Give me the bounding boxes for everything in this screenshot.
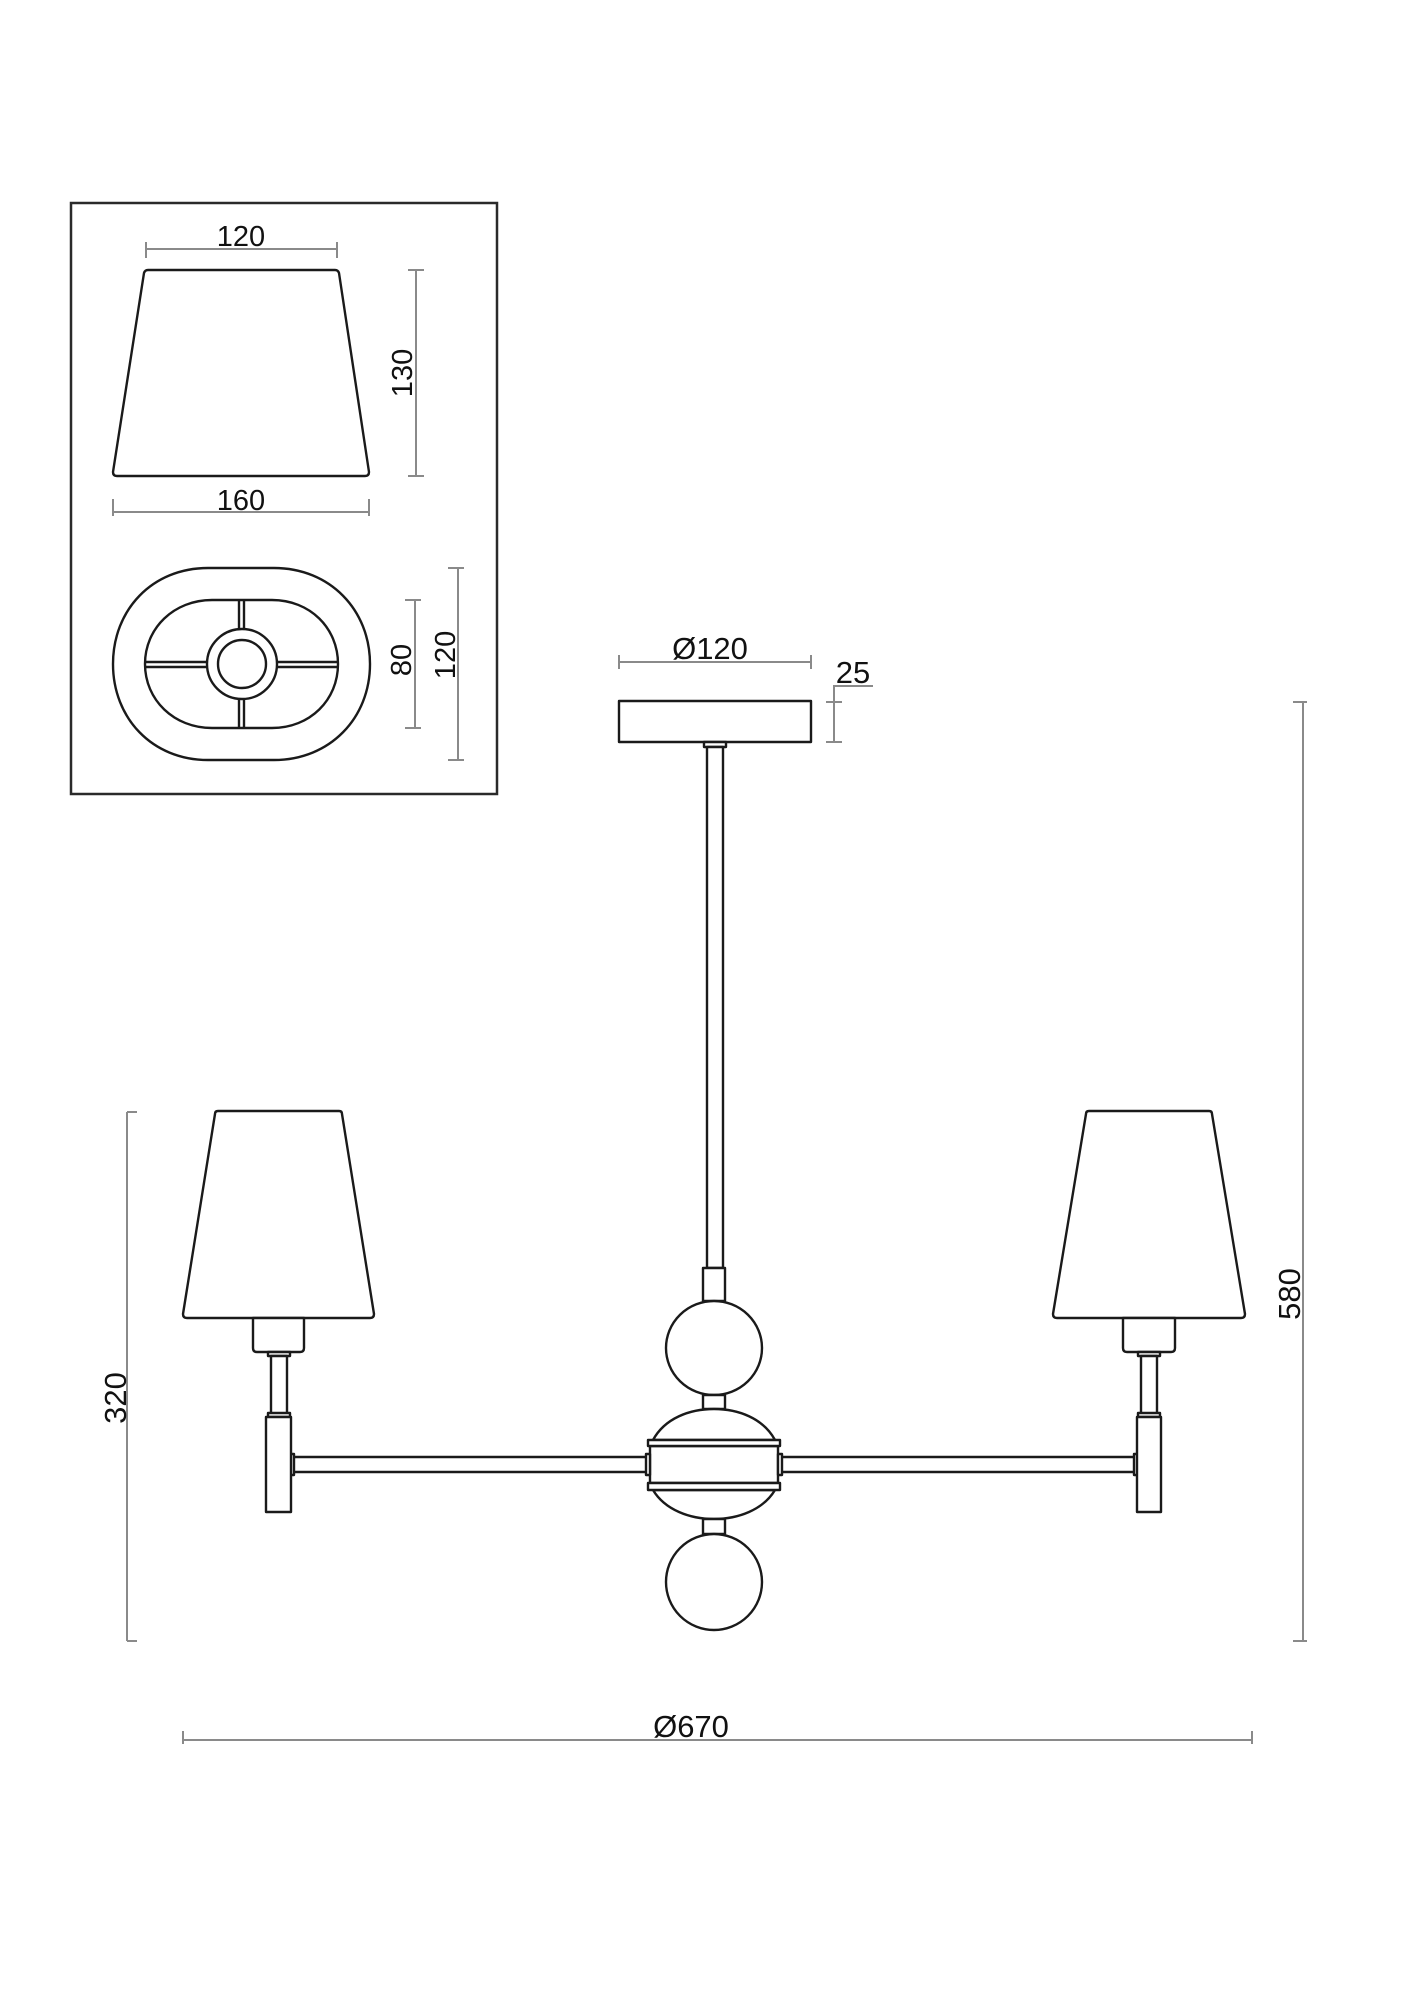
left-arm (291, 1455, 653, 1474)
dim-line-canopy-height (833, 685, 873, 742)
center-body-top (651, 1407, 777, 1442)
right-stem (1139, 1354, 1159, 1417)
left-arm-block (264, 1415, 293, 1514)
center-band (648, 1444, 780, 1485)
right-shade (1051, 1109, 1247, 1320)
shade-outer-rim (111, 566, 372, 762)
left-socket (251, 1316, 306, 1354)
label-shade-bottom-width: 160 (217, 485, 265, 517)
label-shade-top-width: 120 (217, 221, 265, 253)
inset-panel: 120 160 130 (69, 201, 499, 796)
shade-inner-rim (143, 598, 340, 730)
suspension-rod (705, 745, 725, 1270)
label-arm-height: 320 (98, 1372, 133, 1424)
upper-ball (664, 1299, 764, 1397)
center-band-top-ring (646, 1438, 782, 1448)
lower-ball (664, 1532, 764, 1632)
left-shade (181, 1109, 376, 1320)
shade-trapezoid (111, 268, 371, 478)
chandelier-front-view (181, 699, 1247, 1632)
label-overall-height: 580 (1272, 1268, 1307, 1320)
ceiling-canopy (617, 699, 813, 744)
lower-neck (701, 1517, 727, 1536)
right-lamp (1051, 1109, 1247, 1514)
left-stem (269, 1354, 289, 1417)
dimensions: Ø120 25 580 320 Ø670 (98, 631, 1307, 1744)
center-band-bottom-ring (646, 1481, 782, 1492)
right-socket (1121, 1316, 1177, 1354)
socket-ring-inner (216, 638, 268, 690)
label-canopy-height: 25 (836, 655, 870, 690)
label-canopy-diameter: Ø120 (672, 631, 748, 666)
right-arm-block (1135, 1415, 1163, 1514)
label-shade-height: 130 (387, 349, 419, 397)
label-inner-height: 80 (386, 644, 418, 676)
label-outer-height: 120 (430, 631, 462, 679)
left-lamp (181, 1109, 376, 1514)
label-overall-diameter: Ø670 (653, 1709, 729, 1744)
center-body-bottom (651, 1488, 777, 1521)
inset-shade-bottom-view: 80 120 (111, 566, 464, 762)
inset-frame (69, 201, 499, 796)
rod-collar (701, 1266, 727, 1303)
right-arm (776, 1455, 1137, 1474)
inset-shade-side-view: 120 160 130 (111, 221, 424, 517)
upper-neck (701, 1393, 727, 1411)
